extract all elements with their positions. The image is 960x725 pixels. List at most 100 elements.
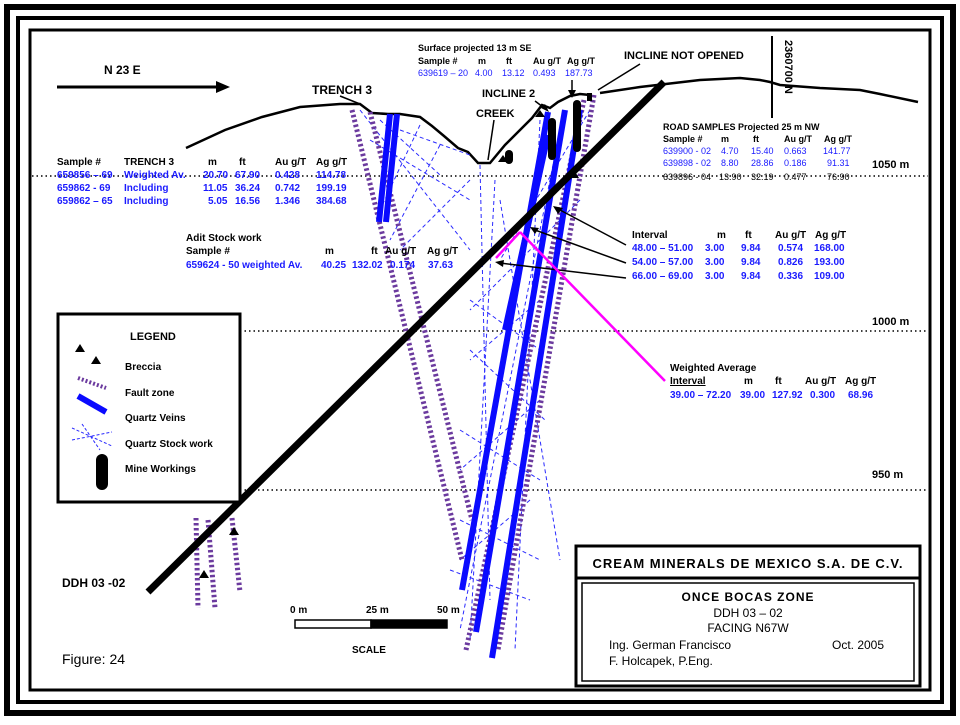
- sp-cell: 13.12: [502, 68, 525, 78]
- ddh-label: DDH 03 -02: [62, 576, 126, 590]
- adit-header: ft: [371, 246, 378, 257]
- int-cell: 0.826: [778, 257, 803, 268]
- hole-title: DDH 03 – 02: [713, 606, 783, 620]
- int-header: Au g/T: [775, 230, 806, 241]
- wa-cell: 39.00 – 72.20: [670, 390, 732, 401]
- trench3-label: TRENCH 3: [312, 83, 372, 97]
- rs-cell: 0.186: [784, 158, 807, 168]
- interval-pointer-heads: [495, 206, 563, 267]
- legend-mine-label: Mine Workings: [125, 464, 196, 475]
- rs-cell: 28.86: [751, 158, 774, 168]
- tt-header: TRENCH 3: [124, 157, 174, 168]
- sp-cell: 639619 – 20: [418, 68, 468, 78]
- quartz-veins: [376, 109, 583, 659]
- tt-cell: Weighted Av.: [124, 170, 186, 181]
- int-cell: 168.00: [814, 243, 845, 254]
- outer-frame: [4, 4, 956, 716]
- sp-header-au: Au g/T: [533, 56, 561, 66]
- wa-header: Interval: [670, 376, 706, 387]
- stockwork-lines: [359, 109, 591, 651]
- legend-breccia-symbol: [75, 344, 85, 352]
- scale-bar: 0 m 25 m 50 m SCALE: [290, 605, 460, 656]
- adit-cell: 659624 - 50 weighted Av.: [186, 260, 303, 271]
- tt-cell: Including: [124, 196, 168, 207]
- interval-table: Interval m ft Au g/T Ag g/T 48.00 – 51.0…: [632, 230, 846, 282]
- rs-cell: 0.663: [784, 146, 807, 156]
- facing-title: FACING N67W: [707, 621, 789, 635]
- rs-header-ft: ft: [753, 134, 759, 144]
- adit-cell: 40.25: [321, 260, 346, 271]
- trench-table: Sample # TRENCH 3 m ft Au g/T Ag g/T 659…: [57, 157, 347, 207]
- legend-stockwork-label: Quartz Stock work: [125, 439, 213, 450]
- title-date: Oct. 2005: [832, 638, 884, 652]
- rs-cell: 13.90: [719, 172, 742, 182]
- rs-cell: 8.80: [721, 158, 739, 168]
- legend-vein-symbol: [76, 393, 108, 415]
- tt-cell: 36.24: [235, 183, 260, 194]
- wa-cell: 0.300: [810, 390, 835, 401]
- adit-table: Adit Stock work Sample # m ft Au g/T Ag …: [186, 233, 458, 271]
- mine-workings: [505, 93, 592, 164]
- rs-cell: 639896 - 04: [663, 172, 711, 182]
- wa-header: Ag g/T: [845, 376, 876, 387]
- easting-label: 2360700 N: [782, 40, 794, 94]
- legend-title: LEGEND: [130, 331, 176, 343]
- title-block-inner: [581, 582, 915, 682]
- figure-label: Figure: 24: [62, 651, 125, 667]
- wa-header: Au g/T: [805, 376, 836, 387]
- wa-title: Weighted Average: [670, 363, 757, 374]
- drill-hole-trace: [145, 79, 667, 595]
- incline2-arrowhead: [541, 104, 549, 112]
- creek-pointer: [487, 119, 495, 161]
- elevation-label-1000: 1000 m: [872, 316, 910, 328]
- rs-cell: 141.77: [823, 146, 851, 156]
- sp-cell: 0.493: [533, 68, 556, 78]
- road-samples-table: ROAD SAMPLES Projected 25 m NW Sample # …: [663, 122, 852, 182]
- legend-stockwork-symbol: [71, 423, 113, 451]
- scale-label: SCALE: [352, 645, 386, 656]
- surface-topography-right: [599, 76, 919, 104]
- tt-cell: 20.70: [203, 170, 228, 181]
- adit-header: Sample #: [186, 246, 230, 257]
- tt-cell: 114.78: [316, 170, 346, 181]
- adit-cell: 132.02: [352, 260, 383, 271]
- rs-cell: 639898 - 02: [663, 158, 711, 168]
- legend-vein-label: Quartz Veins: [125, 413, 186, 424]
- incline-not-opened-pointer: [597, 63, 641, 91]
- legend-fault-label: Fault zone: [125, 388, 175, 399]
- fault-zones: [193, 94, 597, 651]
- sp-header-sample: Sample #: [418, 56, 458, 66]
- elevation-label-1050: 1050 m: [872, 159, 910, 171]
- middle-frame: [16, 16, 944, 704]
- tt-cell: 384.68: [316, 196, 347, 207]
- wa-cell: 39.00: [740, 390, 765, 401]
- int-cell: 54.00 – 57.00: [632, 257, 694, 268]
- wa-header: m: [744, 376, 753, 387]
- int-cell: 0.336: [778, 271, 803, 282]
- rs-header-au: Au g/T: [784, 134, 812, 144]
- tt-header: Au g/T: [275, 157, 306, 168]
- wa-cell: 127.92: [772, 390, 803, 401]
- legend: LEGEND Breccia Fault zone Quartz Veins Q…: [56, 312, 242, 504]
- tt-cell: 0.428: [275, 170, 300, 181]
- adit-header: Ag g/T: [427, 246, 458, 257]
- int-header: ft: [745, 230, 752, 241]
- rs-cell: 32.19: [751, 172, 774, 182]
- sp-cell: 187.73: [565, 68, 593, 78]
- legend-breccia-symbol-2: [91, 356, 101, 364]
- surface-projected-table: Surface projected 13 m SE Sample # m ft …: [418, 43, 595, 78]
- int-cell: 0.574: [778, 243, 803, 254]
- legend-breccia-label: Breccia: [125, 362, 162, 373]
- title-block: CREAM MINERALS DE MEXICO S.A. DE C.V. ON…: [574, 544, 922, 688]
- incline-not-opened-label: INCLINE NOT OPENED: [624, 50, 744, 62]
- wa-header: ft: [775, 376, 782, 387]
- scale-tick-50: 50 m: [437, 605, 460, 616]
- tt-header: ft: [239, 157, 246, 168]
- trench3-pointer: [339, 95, 361, 105]
- adit-cell: 37.63: [428, 260, 453, 271]
- surface-projected-title: Surface projected 13 m SE: [418, 43, 532, 53]
- int-header: Ag g/T: [815, 230, 846, 241]
- sp-cell: 4.00: [475, 68, 493, 78]
- scale-bar-black: [370, 619, 448, 629]
